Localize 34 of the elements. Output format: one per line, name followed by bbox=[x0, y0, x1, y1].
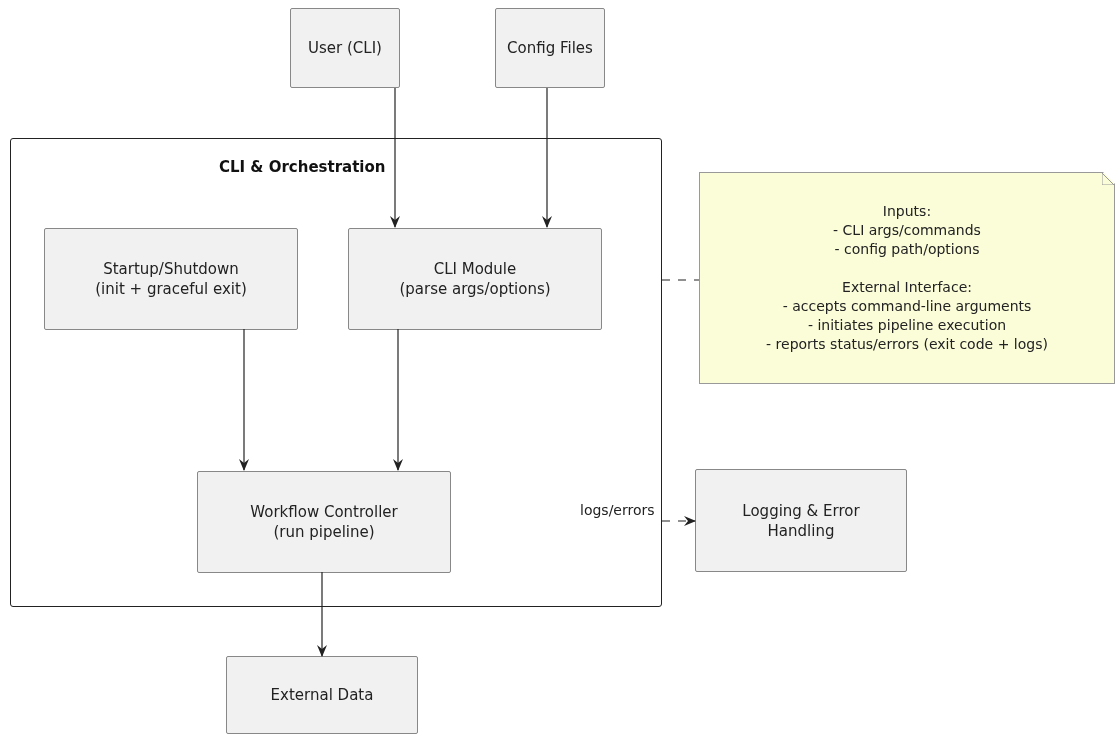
note-text: - accepts command-line arguments bbox=[782, 297, 1032, 316]
note-text: - CLI args/commands bbox=[833, 221, 981, 240]
arrow bbox=[542, 87, 552, 228]
process-box bbox=[695, 469, 907, 572]
dashed-connector bbox=[661, 516, 696, 526]
process-box bbox=[495, 8, 605, 88]
box-label: (init + graceful exit) bbox=[95, 279, 247, 299]
arrow bbox=[390, 87, 400, 228]
box-label: (parse args/options) bbox=[399, 279, 551, 299]
process-box bbox=[44, 228, 298, 330]
process-box bbox=[348, 228, 602, 330]
box-label: Workflow Controller bbox=[250, 502, 398, 522]
box-label: (run pipeline) bbox=[273, 522, 375, 542]
group-frame bbox=[10, 138, 662, 607]
box-label: CLI Module bbox=[433, 259, 517, 279]
process-box bbox=[226, 656, 418, 734]
note-text: - reports status/errors (exit code + logs) bbox=[766, 335, 1048, 354]
note-text: - config path/options bbox=[834, 240, 980, 259]
group-title: CLI & Orchestration bbox=[219, 157, 386, 178]
box-label: External Data bbox=[270, 685, 374, 705]
box-label: Config Files bbox=[507, 38, 593, 58]
note-text: - initiates pipeline execution bbox=[807, 316, 1007, 335]
arrow bbox=[317, 571, 327, 657]
note-text: External Interface: bbox=[842, 278, 972, 297]
dashed-connector bbox=[661, 279, 700, 281]
note-text: Inputs: bbox=[882, 202, 932, 221]
arrow bbox=[239, 328, 249, 471]
note-box bbox=[699, 172, 1115, 384]
box-label: Logging & Error Handling bbox=[741, 500, 861, 541]
box-label: User (CLI) bbox=[308, 38, 382, 58]
arrow bbox=[393, 328, 403, 471]
box-label: Startup/Shutdown bbox=[103, 259, 239, 279]
process-box bbox=[197, 471, 451, 573]
process-box bbox=[290, 8, 400, 88]
